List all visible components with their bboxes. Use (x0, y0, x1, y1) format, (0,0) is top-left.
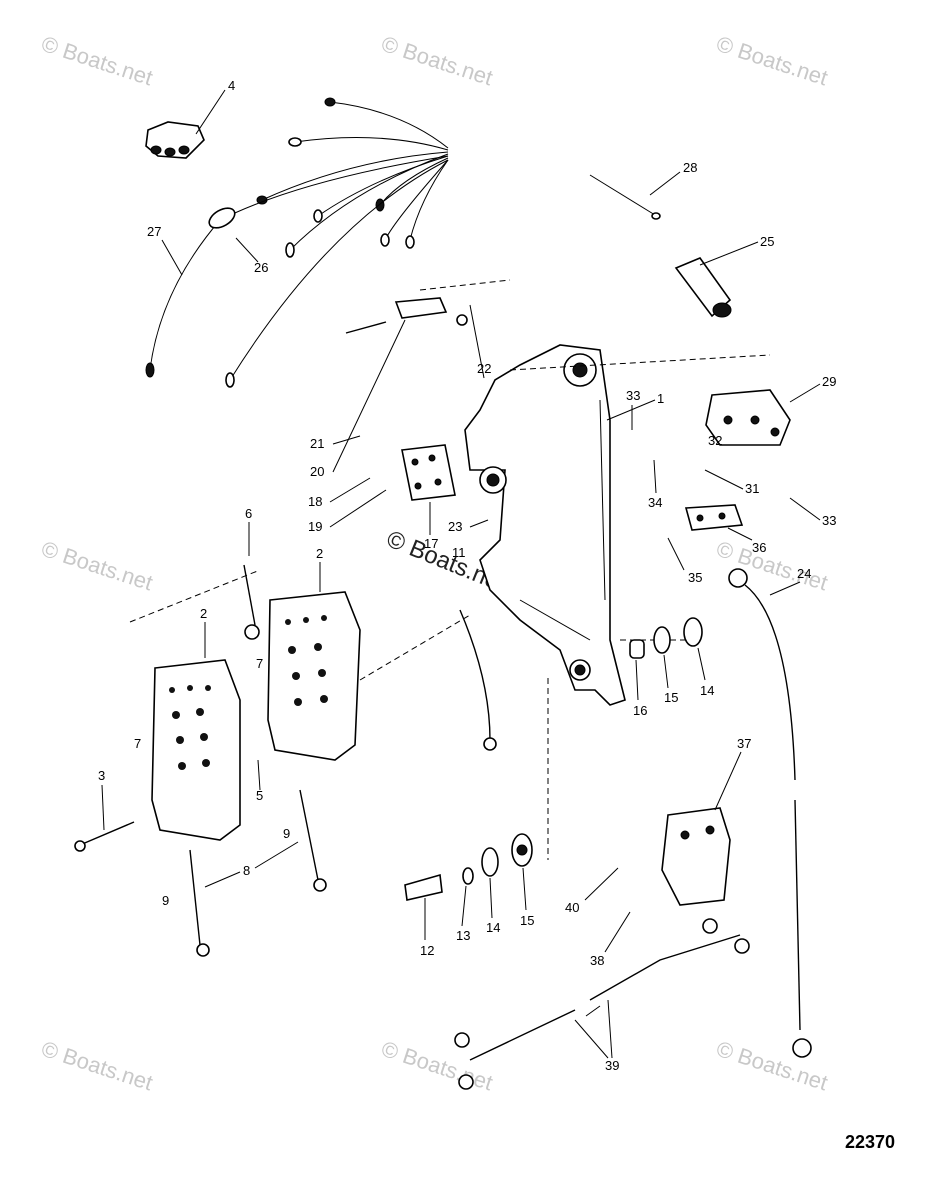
callout-label: 11 (452, 545, 466, 560)
callout-label: 21 (310, 436, 324, 451)
callout-label: 12 (420, 943, 434, 958)
washers (629, 617, 703, 659)
callout-label: 14 (700, 683, 714, 698)
callout-label: 19 (308, 519, 322, 534)
callout-label: 1 (657, 391, 664, 406)
switch-box-right (267, 591, 361, 761)
watermark: © Boats.net (713, 536, 830, 595)
watermarks: © Boats.net © Boats.net © Boats.net © Bo… (38, 31, 830, 1095)
terminal-strip (684, 504, 744, 531)
callout-label: 2 (316, 546, 323, 561)
callout-label: 3 (98, 768, 105, 783)
callout-label: 9 (162, 893, 169, 908)
callout-label: 36 (752, 540, 766, 555)
callout-label: 22 (477, 361, 491, 376)
callout-label: 40 (565, 900, 579, 915)
callout-label: 18 (308, 494, 322, 509)
callout-label: 2 (200, 606, 207, 621)
callout-label: 29 (822, 374, 836, 389)
watermark: © Boats.net (38, 536, 155, 595)
callout-label: 15 (664, 690, 678, 705)
connector-block (145, 89, 226, 159)
callout-label: 34 (648, 495, 662, 510)
callout-label: 27 (147, 224, 161, 239)
ground-wires (189, 564, 497, 957)
mounting-bracket (464, 344, 626, 706)
callout-label: 4 (228, 78, 235, 93)
callout-label: 5 (256, 788, 263, 803)
battery-cable (728, 568, 812, 1058)
small-switch-box (401, 444, 456, 501)
callout-label: 33 (822, 513, 836, 528)
callout-label: 38 (590, 953, 604, 968)
callout-label: 32 (708, 433, 722, 448)
callout-label: 28 (683, 160, 697, 175)
watermark: © Boats.net (38, 31, 155, 90)
callout-label: 26 (254, 260, 268, 275)
wiring-harness (145, 97, 732, 388)
terminal-block (705, 389, 791, 446)
callout-label: 23 (448, 519, 462, 534)
switch-box-left (151, 659, 241, 841)
callout-label: 31 (745, 481, 759, 496)
callout-label: 14 (486, 920, 500, 935)
watermark: © Boats.net (378, 1036, 495, 1095)
cable-clamp (345, 297, 468, 334)
callout-label: 8 (243, 863, 250, 878)
callout-label: 15 (520, 913, 534, 928)
callout-label: 37 (737, 736, 751, 751)
callout-label: 13 (456, 928, 470, 943)
callout-label: 16 (633, 703, 647, 718)
callout-label: 6 (245, 506, 252, 521)
rectifier-box (661, 807, 731, 906)
callout-label: 20 (310, 464, 324, 479)
callout-label: 39 (605, 1058, 619, 1073)
long-bolt (74, 821, 135, 852)
callout-label: 17 (424, 536, 438, 551)
wire-lead (454, 918, 750, 1090)
watermark: © Boats.net (713, 1036, 830, 1095)
callout-label: 7 (134, 736, 141, 751)
figure-number: 22370 (845, 1132, 895, 1152)
callout-label: 35 (688, 570, 702, 585)
watermark: © Boats.net (38, 1036, 155, 1095)
bolt-stack (404, 833, 533, 901)
callout-label: 7 (256, 656, 263, 671)
watermark: © Boats.net (713, 31, 830, 90)
callout-label: 24 (797, 566, 811, 581)
watermark: © Boats.net (378, 31, 495, 90)
callout-label: 9 (283, 826, 290, 841)
callouts: 1 2 2 3 4 5 6 7 7 8 9 9 11 12 13 14 14 1… (98, 78, 836, 1073)
callout-label: 33 (626, 388, 640, 403)
callout-label: 25 (760, 234, 774, 249)
